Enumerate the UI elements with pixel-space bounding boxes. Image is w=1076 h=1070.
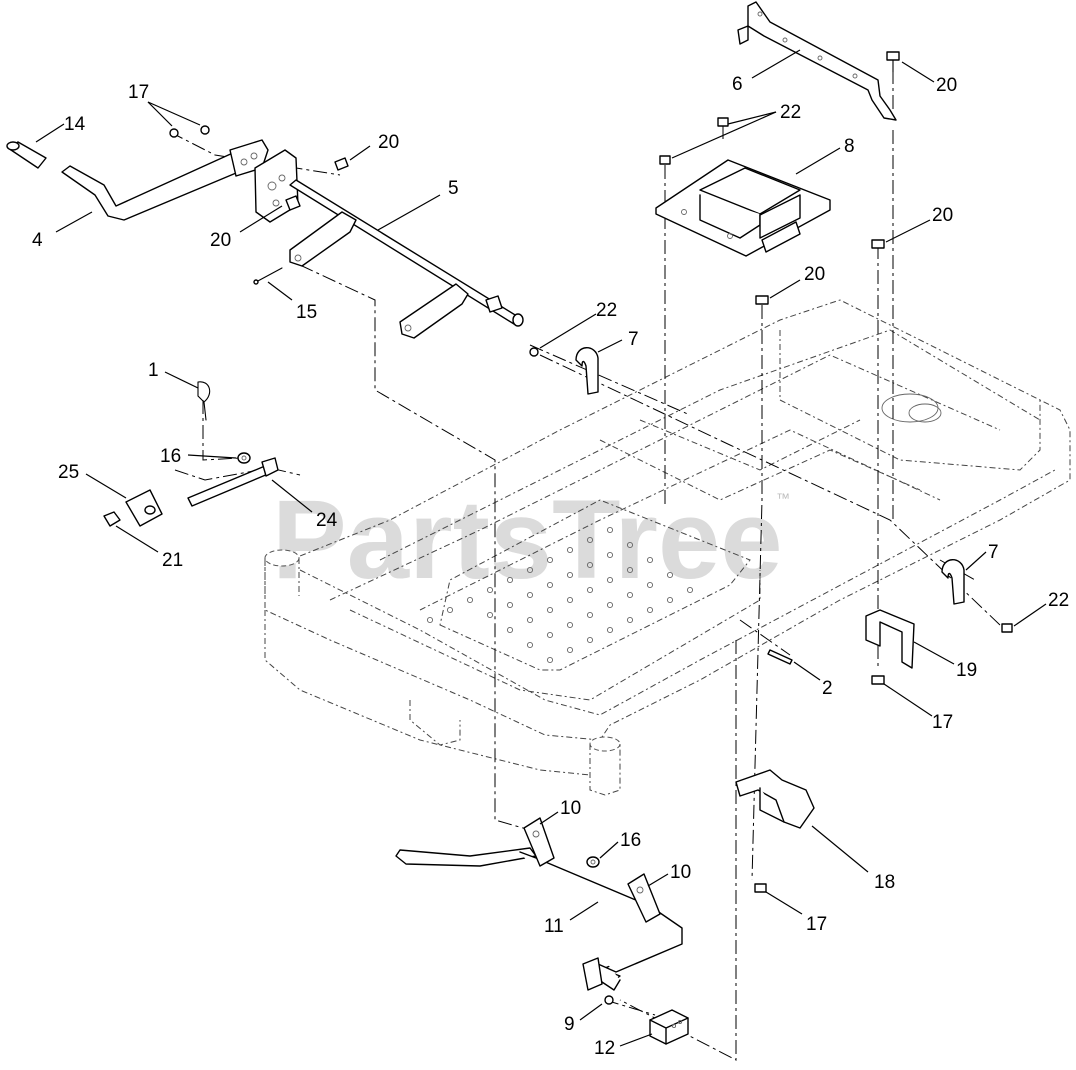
callout-20-b: 20	[210, 230, 231, 251]
part-19-bracket	[865, 609, 915, 669]
watermark: PartsTree ™	[272, 477, 790, 602]
callout-21: 21	[162, 550, 183, 571]
part-20-bolts-right	[755, 239, 885, 305]
callout-17-c: 17	[806, 914, 827, 935]
part-20-bolts-plate	[285, 157, 349, 211]
part-25-connector	[125, 489, 163, 527]
callout-8: 8	[844, 136, 855, 157]
callout-10-b: 10	[670, 862, 691, 883]
part-8-plate	[655, 159, 831, 257]
part-22-bolts-upper	[659, 117, 729, 165]
part-10-bracket-b	[627, 873, 661, 923]
callout-19: 19	[956, 660, 977, 681]
callout-17-b: 17	[932, 712, 953, 733]
part-7-clip-lower	[941, 559, 965, 605]
callout-20-d: 20	[932, 205, 953, 226]
part-7-clip-upper	[575, 347, 599, 395]
callout-22-b: 22	[596, 300, 617, 321]
callout-24: 24	[316, 510, 338, 531]
part-1-hairpin	[197, 381, 211, 421]
leader-lines	[35, 49, 1047, 1047]
callout-7-a: 7	[628, 329, 639, 350]
watermark-text: PartsTree	[272, 477, 783, 602]
callout-17-a: 17	[128, 82, 149, 103]
part-21-nut	[103, 511, 121, 527]
callout-1: 1	[148, 360, 159, 381]
callout-6: 6	[732, 74, 743, 95]
callout-22-a: 22	[780, 102, 801, 123]
callout-12: 12	[594, 1038, 615, 1059]
part-2-bolt	[767, 649, 793, 665]
part-5-shaft	[289, 179, 524, 339]
part-9-nut	[604, 995, 614, 1005]
part-17-nuts-top	[169, 125, 210, 138]
part-16-washer-upper	[237, 452, 251, 464]
callout-11: 11	[544, 916, 564, 937]
part-22-nut-mid	[529, 347, 539, 357]
callout-7-b: 7	[988, 542, 999, 563]
part-22-bolt-lower	[1001, 623, 1013, 633]
part-18-bracket	[735, 769, 815, 829]
callout-25: 25	[58, 462, 79, 483]
part-10-bracket-a	[523, 817, 555, 867]
callout-20-e: 20	[804, 264, 825, 285]
part-15-pin	[253, 267, 283, 285]
callout-5: 5	[448, 178, 459, 199]
callout-labels: 14 17 4 20 20 5 15 6 20 22 8 20 20 22 7 …	[32, 74, 1069, 1059]
callout-20-a: 20	[378, 132, 399, 153]
callout-15: 15	[296, 302, 317, 323]
part-16-washer-lower	[586, 856, 600, 868]
part-4-lever	[61, 139, 269, 221]
part-12-pedal	[649, 1009, 689, 1045]
callout-16-b: 16	[620, 830, 641, 851]
callout-10-a: 10	[560, 798, 581, 819]
callout-9: 9	[564, 1014, 575, 1035]
callout-22-c: 22	[1048, 590, 1069, 611]
callout-18: 18	[874, 872, 895, 893]
callout-2: 2	[822, 678, 833, 699]
part-11-pedal-rod	[395, 847, 683, 991]
part-17-nut-bottom	[754, 883, 767, 893]
callout-20-c: 20	[936, 75, 957, 96]
watermark-trademark: ™	[776, 490, 790, 506]
callout-14: 14	[64, 114, 86, 135]
callout-16-a: 16	[160, 446, 181, 467]
part-20-bolt-top	[886, 51, 900, 73]
callout-4: 4	[32, 230, 43, 251]
part-24-rod	[187, 457, 279, 507]
deck-hole-grid	[426, 526, 694, 664]
part-14-grip	[6, 141, 47, 169]
part-6-bracket	[737, 1, 897, 121]
part-17-nut-right	[871, 675, 885, 685]
